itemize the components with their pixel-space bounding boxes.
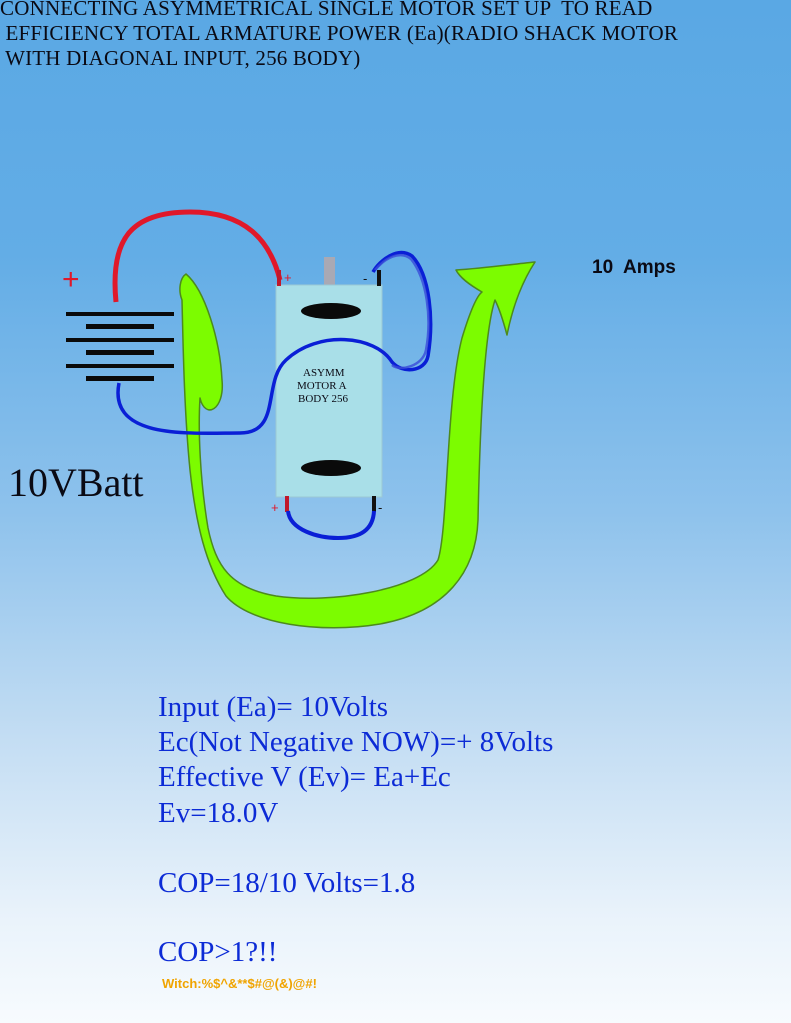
equation-ec: Ec(Not Negative NOW)=+ 8Volts: [158, 726, 554, 758]
terminal-top-left-sign: +: [284, 270, 292, 285]
battery-icon: [66, 312, 174, 381]
equation-ev: Ev=18.0V: [158, 797, 279, 829]
current-label: 10 Amps: [592, 257, 676, 278]
motor-label-line-3: BODY 256: [298, 393, 349, 405]
equation-input: Input (Ea)= 10Volts: [158, 691, 389, 723]
terminal-bottom-right-sign: -: [378, 500, 382, 515]
battery-plate: [86, 376, 154, 381]
motor-label-line-2: MOTOR A: [297, 380, 347, 392]
equation-cop-question: COP>1?!!: [158, 936, 278, 968]
equation-cop: COP=18/10 Volts=1.8: [158, 867, 416, 899]
blue-wire-overstroke: [374, 253, 430, 370]
motor-label-line-1: ASYMM: [303, 367, 345, 379]
battery-plate: [86, 324, 154, 329]
magnet-top: [301, 303, 361, 319]
terminal-post-bottom-right: [372, 496, 376, 512]
blue-wire-main: [116, 250, 433, 436]
title-line-1: CONNECTING ASYMMETRICAL SINGLE MOTOR SET…: [0, 0, 653, 20]
terminal-post-top-left: [277, 270, 281, 286]
page-title: CONNECTING ASYMMETRICAL SINGLE MOTOR SET…: [0, 0, 791, 71]
red-wire: [112, 209, 283, 303]
title-line-2: EFFICIENCY TOTAL ARMATURE POWER (Ea)(RAD…: [0, 21, 679, 45]
battery-plus-sign: +: [62, 263, 80, 296]
battery-plate: [66, 312, 174, 316]
motor-shaft: [324, 257, 335, 287]
terminal-top-right-sign: -: [363, 271, 367, 286]
terminal-post-top-right: [377, 270, 381, 286]
blue-wire-bottom: [286, 510, 376, 541]
magnet-bottom: [301, 460, 361, 476]
battery-label: 10VBatt: [8, 460, 144, 505]
battery-plate: [66, 364, 174, 368]
terminal-post-bottom-left: [285, 496, 289, 512]
terminal-bottom-left-sign: +: [271, 500, 279, 515]
battery-plate: [86, 350, 154, 355]
current-flow-arrow: [179, 261, 536, 629]
title-line-3: WITH DIAGONAL INPUT, 256 BODY): [0, 46, 361, 70]
battery-plate: [66, 338, 174, 342]
equation-effective-voltage: Effective V (Ev)= Ea+Ec: [158, 761, 451, 793]
exclamation-text: Witch:%$^&**$#@(&)@#!: [162, 976, 317, 991]
